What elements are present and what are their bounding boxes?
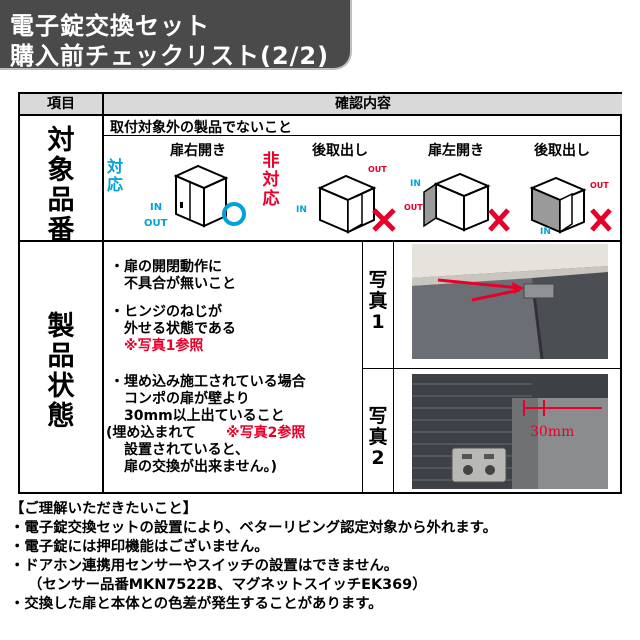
notes-heading: 【ご理解いただきたいこと】 <box>10 501 198 517</box>
photo1-hinge <box>412 244 608 359</box>
svg-text:IN: IN <box>410 179 421 189</box>
svg-text:OUT: OUT <box>368 165 387 174</box>
row-label-product-condition: 製 品 状 態 <box>47 311 75 432</box>
grid-line <box>20 240 620 242</box>
grid-line <box>362 242 363 494</box>
diagram-title-right-open: 扉右開き <box>170 143 226 159</box>
header-content: 確認内容 <box>104 94 622 114</box>
page-title-line1: 電子錠交換セット <box>10 12 210 40</box>
grid-line <box>363 368 622 369</box>
header-item: 項目 <box>20 94 102 114</box>
svg-text:OUT: OUT <box>590 181 609 190</box>
condition-item-3: ・埋め込み施工されている場合 コンポの扉が壁より 30mm以上出ていること <box>110 374 306 424</box>
svg-text:IN: IN <box>150 202 162 213</box>
checklist-table: 項目 確認内容 対 象 品 番 取付対象外の製品でないこと 対 応 扉右開き I… <box>18 92 622 494</box>
photo2-label: 写 真 2 <box>368 405 388 469</box>
condition-item-2: ・ヒンジのねじが 外せる状態である ※写真1参照 <box>110 304 236 354</box>
title-banner: 電子錠交換セット 購入前チェックリスト(2/2) <box>0 0 352 70</box>
photo1-label: 写 真 1 <box>368 269 388 333</box>
right-open-door-icon: IN OUT <box>144 164 246 229</box>
note-item: ・電子錠には押印機能はございません。 <box>10 539 269 555</box>
unsupported-label: 非 対 応 <box>262 151 280 209</box>
row-label-target-product: 対 象 品 番 <box>47 125 75 246</box>
condition-text: 取付対象外の製品でないこと <box>110 120 292 136</box>
notes-section: 【ご理解いただきたいこと】 ・電子錠交換セットの設置により、ベターリビング認定対… <box>10 500 630 614</box>
note-item: （センサー品番MKN7522B、マグネットスイッチEK369） <box>28 577 427 593</box>
condition-note: (埋め込まれて※写真2参照 設置されていると、 扉の交換が出来ません。) <box>106 425 306 475</box>
svg-text:30mm: 30mm <box>530 424 574 440</box>
note-item: ・電子錠交換セットの設置により、ベターリビング認定対象から外れます。 <box>10 520 497 536</box>
photo2-recessed: 30mm <box>412 374 608 489</box>
back-takeout-door-icon: OUT IN <box>296 165 396 234</box>
back-takeout-left-door-icon: OUT IN <box>529 176 612 236</box>
diagram-title-back-takeout-2: 後取出し <box>534 143 590 159</box>
left-open-door-icon: IN OUT <box>404 172 510 232</box>
condition-item-1: ・扉の開閉動作に 不具合が無いこと <box>110 259 236 292</box>
svg-text:OUT: OUT <box>404 203 423 212</box>
diagram-title-back-takeout-1: 後取出し <box>312 143 368 159</box>
diagram-title-left-open: 扉左開き <box>428 143 484 159</box>
note-item: ・ドアホン連携用センサーやスイッチの設置はできません。 <box>10 558 399 574</box>
supported-label: 対 応 <box>106 157 123 194</box>
note-item: ・交換した扉と本体との色差が発生することがあります。 <box>10 596 383 612</box>
svg-text:IN: IN <box>296 205 307 215</box>
grid-line <box>104 135 622 136</box>
svg-text:IN: IN <box>540 227 551 236</box>
svg-text:OUT: OUT <box>144 218 168 229</box>
page-title-line2: 購入前チェックリスト(2/2) <box>10 42 330 70</box>
grid-line <box>102 94 104 494</box>
grid-line <box>20 114 620 116</box>
